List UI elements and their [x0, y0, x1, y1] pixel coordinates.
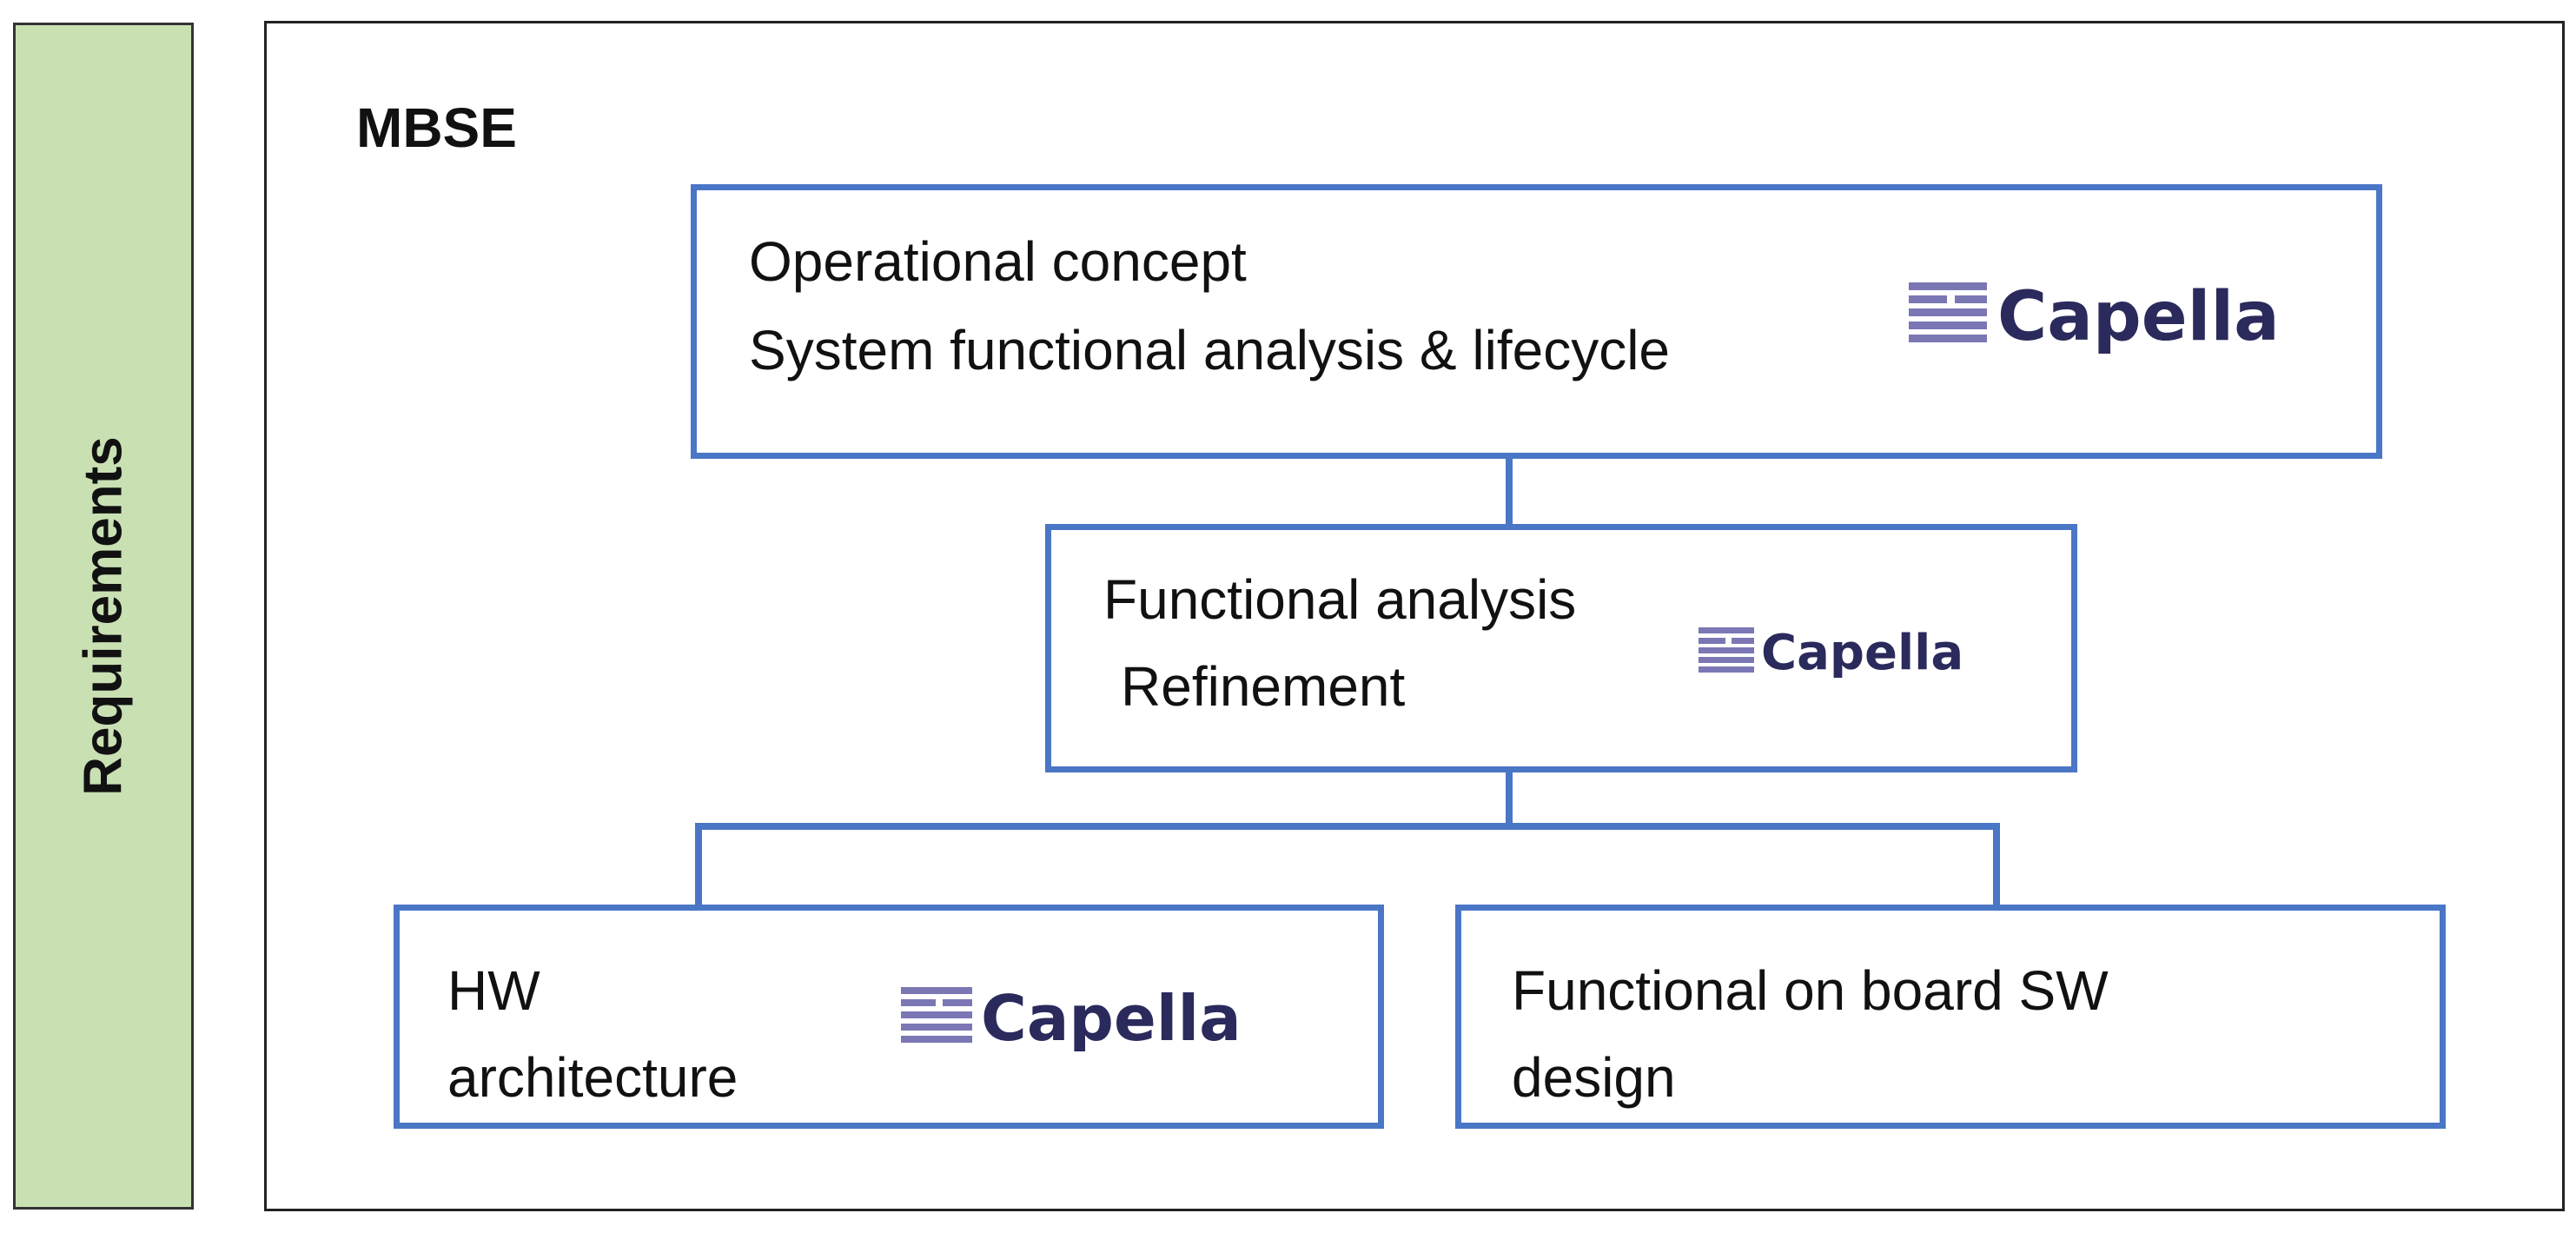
hw-architecture-line-1: HW — [447, 959, 540, 1022]
capella-logo: Capella — [1909, 267, 2361, 354]
functional-analysis-line-1: Functional analysis — [1103, 568, 1577, 631]
operational-concept-line-1: Operational concept — [749, 230, 1247, 293]
functional-analysis-box: Functional analysis Refinement Capella — [1045, 524, 2077, 772]
capella-logo-icon: Capella — [1699, 625, 1963, 678]
capella-logo-text: Capella — [1761, 625, 1963, 678]
sw-design-line-2: design — [1512, 1046, 1676, 1109]
capella-logo-text: Capella — [1997, 278, 2280, 354]
capella-logo: Capella — [901, 973, 1292, 1051]
hw-architecture-line-2: architecture — [447, 1046, 738, 1109]
sw-design-line-1: Functional on board SW — [1512, 959, 2109, 1022]
operational-concept-line-2: System functional analysis & lifecycle — [749, 319, 1670, 381]
hw-architecture-box: HW architecture Capella — [394, 905, 1384, 1129]
capella-logo-icon: Capella — [901, 982, 1242, 1051]
sw-design-box: Functional on board SW design — [1455, 905, 2446, 1129]
requirements-bar: Requirements — [13, 23, 194, 1210]
capella-logo-icon: Capella — [1909, 278, 2280, 354]
functional-analysis-line-2: Refinement — [1121, 655, 1406, 718]
operational-concept-box: Operational concept System functional an… — [691, 184, 2382, 459]
mbse-title: MBSE — [356, 96, 517, 159]
capella-logo: Capella — [1699, 617, 2011, 678]
capella-logo-text: Capella — [981, 982, 1242, 1051]
